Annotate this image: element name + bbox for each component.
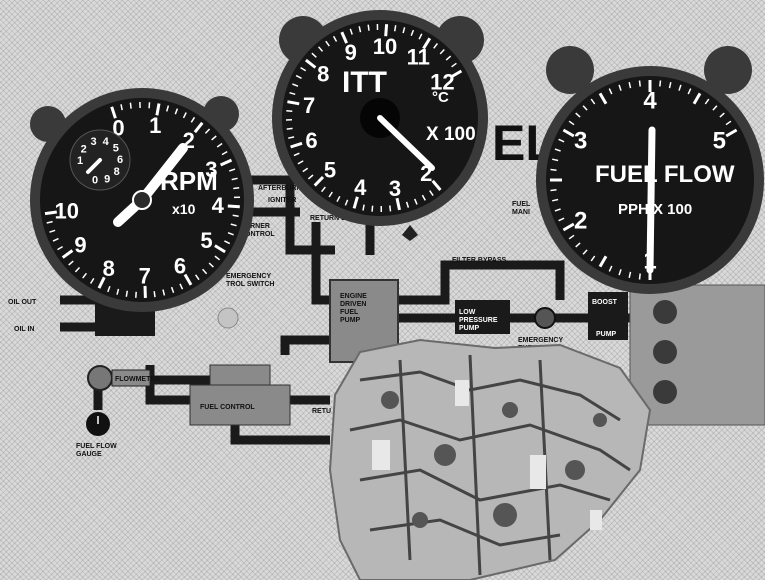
rpm-tick	[126, 291, 127, 297]
fuelflow-tick	[640, 274, 641, 280]
fuelflow-tick	[551, 170, 557, 171]
return-lower-label: RETU	[312, 408, 331, 415]
itt-tick	[287, 102, 299, 104]
fuelflow-tick	[660, 81, 661, 87]
rpm-subdial-numeral: 2	[81, 143, 87, 155]
fuelflow-tick	[551, 190, 557, 191]
fuelflow-numeral: 3	[574, 127, 587, 154]
flowmeter-label: FLOWMETER	[115, 376, 160, 383]
afterburner-label: AFTERBURN	[258, 185, 302, 192]
rpm-subdial-numeral: 8	[114, 166, 120, 178]
rpm-numeral: 10	[54, 198, 78, 223]
itt-numeral: 11	[407, 45, 430, 70]
itt-tick	[390, 206, 391, 212]
igniter-label: IGNITER	[268, 197, 296, 204]
emergency-shutoff-valve	[535, 308, 555, 328]
itt-numeral: 3	[389, 176, 401, 201]
rpm-tick	[130, 103, 131, 109]
itt-numeral: 10	[373, 34, 397, 59]
rpm-subdial-numeral: 6	[117, 154, 123, 166]
boost-label: BOOST	[592, 299, 618, 306]
rpm-numeral: 9	[74, 232, 86, 257]
rpm-needle-hub	[133, 191, 151, 209]
itt-numeral: 6	[305, 128, 317, 153]
itt-tick	[368, 25, 369, 31]
oil-in-label: OIL IN	[14, 326, 34, 333]
itt-numeral: 9	[345, 40, 357, 65]
rpm-tick	[154, 291, 155, 297]
itt-gauge: 23456789101112 ITT °C X 100	[272, 10, 488, 226]
emergency-switch-light	[218, 308, 238, 328]
itt-multiplier: X 100	[426, 124, 476, 145]
fuelflow-tick	[640, 81, 641, 87]
fuel-control-label: FUEL CONTROL	[200, 404, 255, 411]
fuel-flow-gauge-label: FUEL FLOWGAUGE	[76, 443, 117, 458]
oil-out-label: OIL OUT	[8, 299, 37, 306]
rpm-numeral: 8	[103, 256, 115, 281]
rpm-tick	[228, 206, 240, 207]
fuel-tank-panel	[630, 285, 765, 425]
itt-numeral: 8	[317, 61, 329, 86]
tank-valve-3	[653, 380, 677, 404]
rpm-numeral: 6	[174, 254, 186, 279]
itt-numeral: 5	[324, 158, 336, 183]
rpm-numeral: 7	[139, 264, 151, 289]
jet-engine-photo	[330, 340, 650, 580]
rpm-tick	[233, 215, 239, 216]
tank-valve-2	[653, 340, 677, 364]
itt-tick	[287, 128, 293, 129]
fuelflow-unit: PPH X 100	[618, 201, 692, 218]
rpm-tick	[233, 188, 239, 189]
itt-numeral: 4	[354, 175, 367, 200]
filter-bypass-label: FILTER BYPASS	[452, 257, 507, 264]
tank-valve-1	[653, 300, 677, 324]
flowmeter-transmitter	[88, 366, 112, 390]
emergency-control-switch-label: EMERGENCYTROL SWITCH	[226, 273, 274, 288]
pump-label: PUMP	[596, 331, 617, 338]
itt-unit: °C	[432, 89, 449, 106]
rpm-subdial-numeral: 9	[104, 174, 110, 186]
rpm-multiplier: x10	[172, 201, 196, 217]
rpm-numeral: 1	[149, 113, 161, 138]
fuelflow-needle	[650, 130, 652, 270]
fuelflow-numeral: 4	[643, 87, 657, 114]
rpm-subdial-numeral: 3	[90, 136, 96, 148]
itt-title: ITT	[342, 66, 387, 99]
fuelflow-title: FUEL FLOW	[595, 161, 735, 188]
rpm-subdial-numeral: 1	[77, 155, 83, 167]
rpm-numeral: 5	[200, 228, 212, 253]
rpm-subdial-numeral: 4	[103, 136, 110, 148]
rpm-subdial-numeral: 5	[113, 143, 119, 155]
itt-tick	[372, 206, 373, 212]
rpm-numeral: 4	[212, 193, 225, 218]
fuelflow-numeral: 2	[574, 207, 587, 234]
fuelflow-numeral: 5	[713, 127, 726, 154]
rpm-subdial-numeral: 0	[92, 174, 98, 186]
itt-tick	[395, 25, 396, 31]
itt-probe	[402, 225, 418, 241]
itt-numeral: 7	[303, 93, 315, 118]
